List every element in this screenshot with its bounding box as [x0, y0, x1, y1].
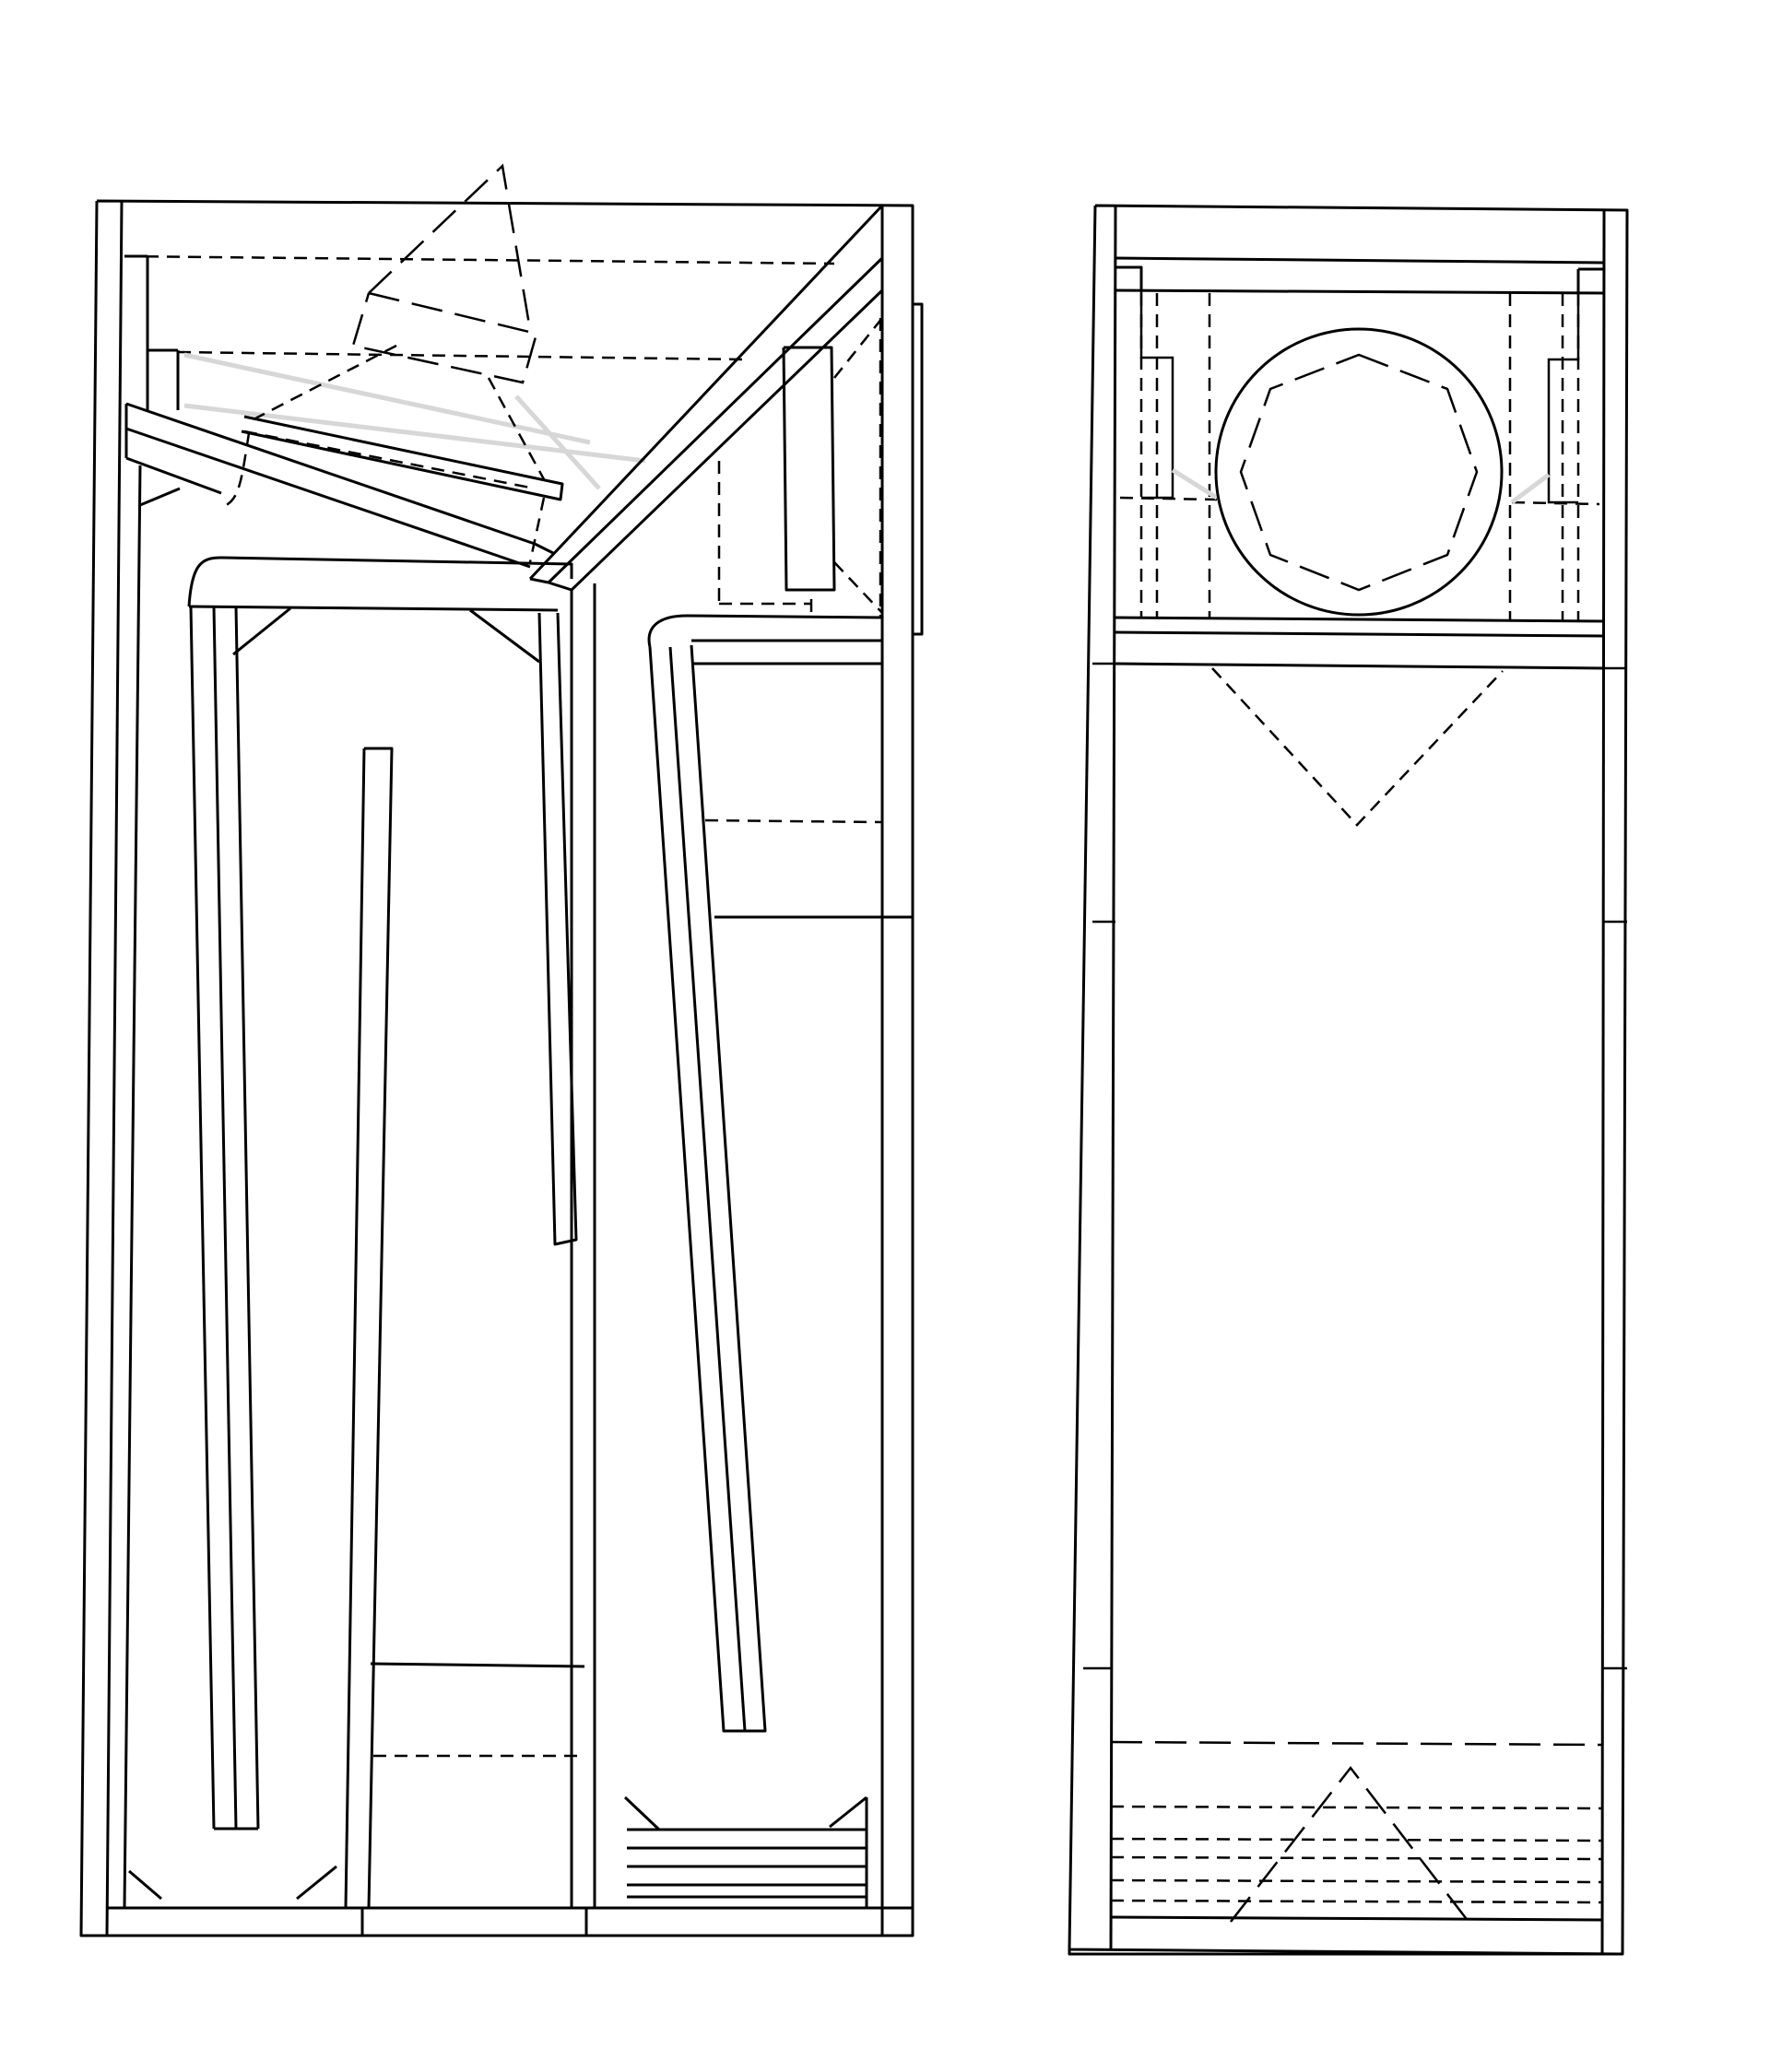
driver-baffle	[124, 402, 564, 569]
top-right-port	[717, 302, 924, 636]
horn-path-left	[128, 556, 585, 1909]
diagonal-top-board	[528, 204, 884, 1908]
front-driver-compartment	[1115, 256, 1605, 670]
front-cabinet-outline	[1068, 204, 1629, 1956]
front-throat-dashed	[1211, 667, 1504, 827]
driver-circle	[1214, 327, 1504, 617]
front-mouth	[1110, 1740, 1603, 1923]
horn-path-right	[623, 614, 913, 1910]
driver-cone-dashed	[253, 163, 546, 480]
side-section-view	[79, 163, 924, 1937]
cabinet-outer-walls	[79, 199, 914, 1937]
front-view	[1068, 204, 1629, 1956]
